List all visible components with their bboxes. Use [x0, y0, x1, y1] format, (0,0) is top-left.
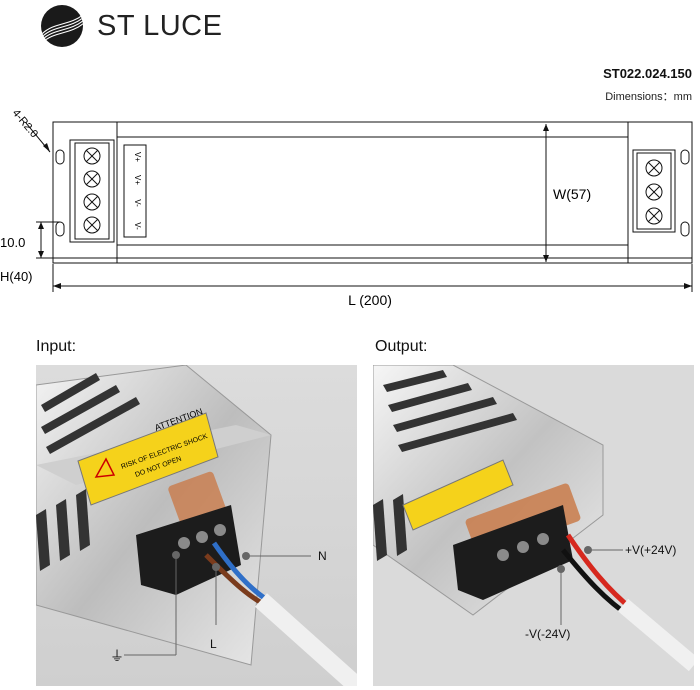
screw-icon — [83, 147, 101, 165]
input-wiring-illustration: ATTENTION RISK OF ELECTRIC SHOCK DO NOT … — [36, 365, 357, 686]
label-positive: +V(+24V) — [625, 543, 677, 557]
radius-label: 4-R2.0 — [10, 107, 40, 140]
terminal-label-box — [123, 144, 147, 238]
ground-icon: ⏚ — [110, 649, 124, 665]
output-warning-label — [402, 459, 514, 531]
dimension-drawing: V+ V+ V- V- 4-R2.0 W(57) 10.0 H(40) L (2… — [0, 107, 693, 308]
terminal-label: V- — [133, 222, 142, 230]
screw-icon — [83, 216, 101, 234]
screw-icon — [83, 170, 101, 188]
left-end-cap — [52, 121, 118, 264]
output-terminal-block — [632, 149, 676, 233]
offset-label: 10.0 — [0, 235, 25, 250]
brand-name: ST LUCE — [97, 10, 223, 42]
output-wiring-illustration — [373, 365, 694, 686]
warning-triangle-icon — [94, 457, 116, 478]
output-title: Output: — [375, 338, 428, 355]
terminal-label: V- — [133, 199, 142, 207]
cable-sheath — [254, 593, 357, 686]
label-negative: -V(-24V) — [525, 627, 571, 641]
terminal-label: V+ — [133, 175, 142, 185]
height-label: H(40) — [0, 269, 33, 284]
screw-icon — [83, 193, 101, 211]
housing-outline — [52, 121, 693, 264]
terminal-block — [453, 505, 573, 600]
cable-sheath — [617, 598, 694, 672]
screw-icon — [645, 159, 663, 177]
width-label: W(57) — [553, 186, 591, 202]
input-terminal-block — [69, 139, 115, 243]
screw-icon — [645, 207, 663, 225]
terminal-label: V+ — [133, 152, 142, 162]
input-title: Input: — [36, 338, 77, 355]
warning-label — [77, 412, 219, 506]
screw-icon — [645, 183, 663, 201]
length-label: L (200) — [348, 292, 392, 308]
label-l: L — [210, 637, 217, 651]
model-number: ST022.024.150 — [603, 66, 692, 81]
input-photo: ATTENTION RISK OF ELECTRIC SHOCK DO NOT … — [36, 365, 357, 686]
output-photo: +V(+24V) -V(-24V) — [373, 365, 694, 686]
label-n: N — [318, 549, 327, 563]
brand-logo-icon — [41, 5, 83, 47]
right-end-cap — [627, 121, 693, 264]
dimensions-note: Dimensions：mm — [605, 91, 692, 103]
